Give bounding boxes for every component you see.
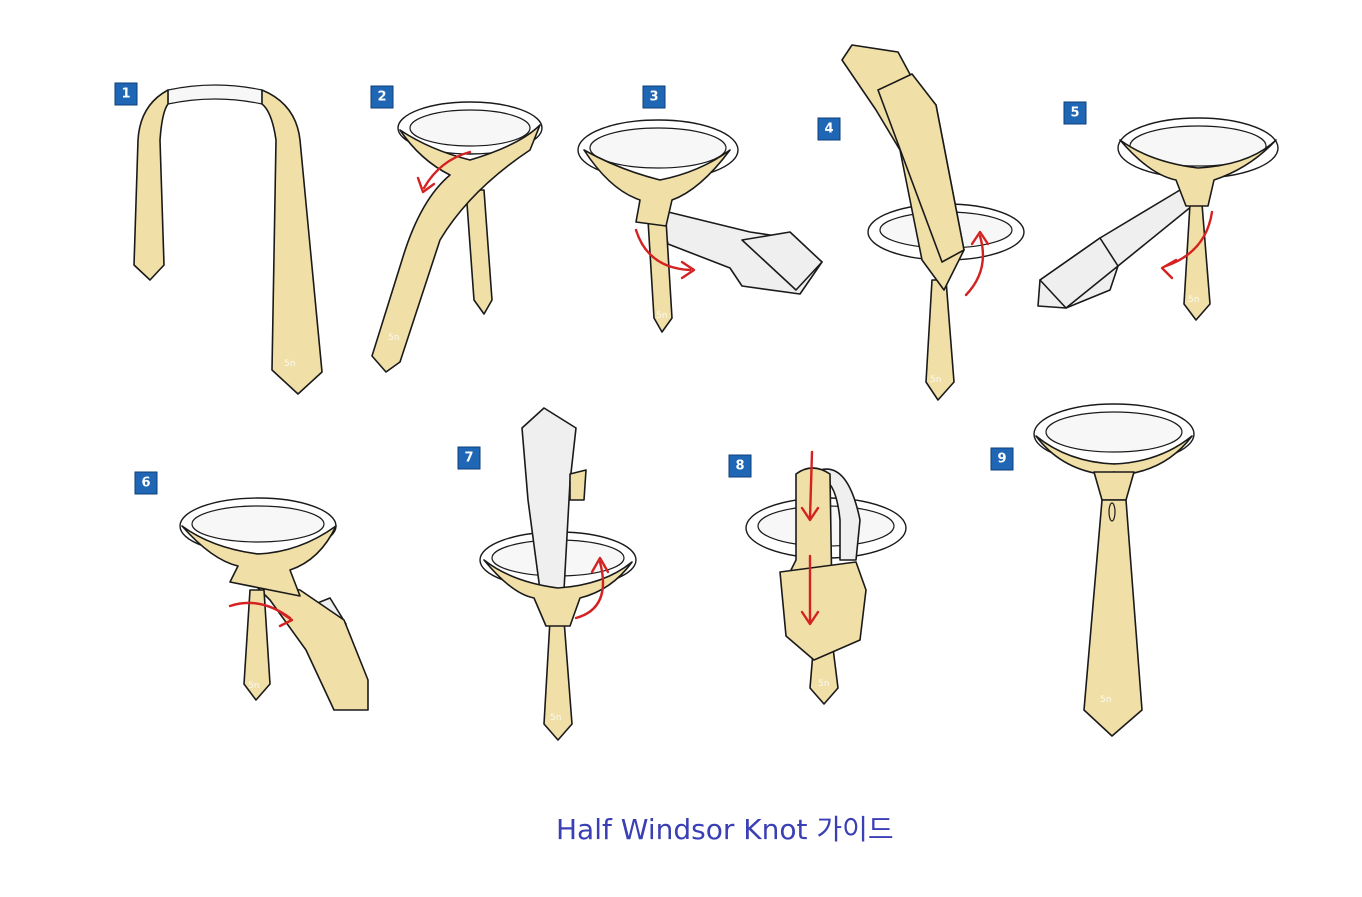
step-9: 9 5n	[990, 403, 1195, 737]
tie-illustration-9: 5n	[1033, 403, 1195, 737]
svg-text:5n: 5n	[818, 679, 829, 689]
svg-text:5n: 5n	[1188, 295, 1199, 305]
diagram-caption: Half Windsor Knot 가이드	[556, 813, 894, 846]
step-2: 2 5n	[370, 85, 543, 373]
svg-text:8: 8	[735, 459, 744, 474]
svg-text:5n: 5n	[930, 375, 941, 385]
tie-illustration-7: 5n	[479, 407, 637, 741]
tie-illustration-4: 5n	[841, 44, 1025, 401]
svg-text:9: 9	[997, 452, 1006, 467]
svg-text:4: 4	[824, 122, 833, 137]
step-6: 6 5n	[134, 471, 369, 711]
svg-text:7: 7	[464, 451, 473, 466]
step-badge-4: 4	[817, 117, 841, 141]
step-8: 8 5n	[728, 450, 907, 705]
step-badge-8: 8	[728, 454, 752, 478]
tie-illustration-2: 5n	[371, 101, 543, 373]
step-badge-5: 5	[1063, 101, 1087, 125]
svg-text:5n: 5n	[248, 681, 259, 691]
svg-text:5n: 5n	[550, 713, 561, 723]
tie-illustration-3: 5n	[577, 119, 823, 333]
step-badge-9: 9	[990, 447, 1014, 471]
step-badge-1: 1	[114, 82, 138, 106]
step-badge-7: 7	[457, 446, 481, 470]
step-badge-3: 3	[642, 85, 666, 109]
step-badge-6: 6	[134, 471, 158, 495]
svg-text:6: 6	[141, 476, 150, 491]
svg-text:3: 3	[649, 90, 658, 105]
step-badge-2: 2	[370, 85, 394, 109]
tie-illustration-1: 5n	[133, 84, 323, 395]
step-4: 4 5n	[817, 44, 1025, 401]
tie-illustration-5: 5n	[1037, 117, 1279, 321]
step-5: 5 5n	[1037, 101, 1279, 321]
svg-text:5: 5	[1070, 106, 1079, 121]
svg-text:5n: 5n	[1100, 695, 1111, 705]
svg-text:5n: 5n	[656, 311, 667, 321]
step-7: 7 5n	[457, 407, 637, 741]
step-3: 3 5n	[577, 85, 823, 333]
tie-illustration-6: 5n	[179, 497, 369, 711]
tie-illustration-8: 5n	[745, 450, 907, 705]
step-1: 1 5n	[114, 82, 323, 395]
svg-text:5n: 5n	[284, 359, 295, 369]
svg-text:1: 1	[121, 87, 130, 102]
svg-text:5n: 5n	[388, 333, 399, 343]
svg-text:2: 2	[377, 90, 386, 105]
